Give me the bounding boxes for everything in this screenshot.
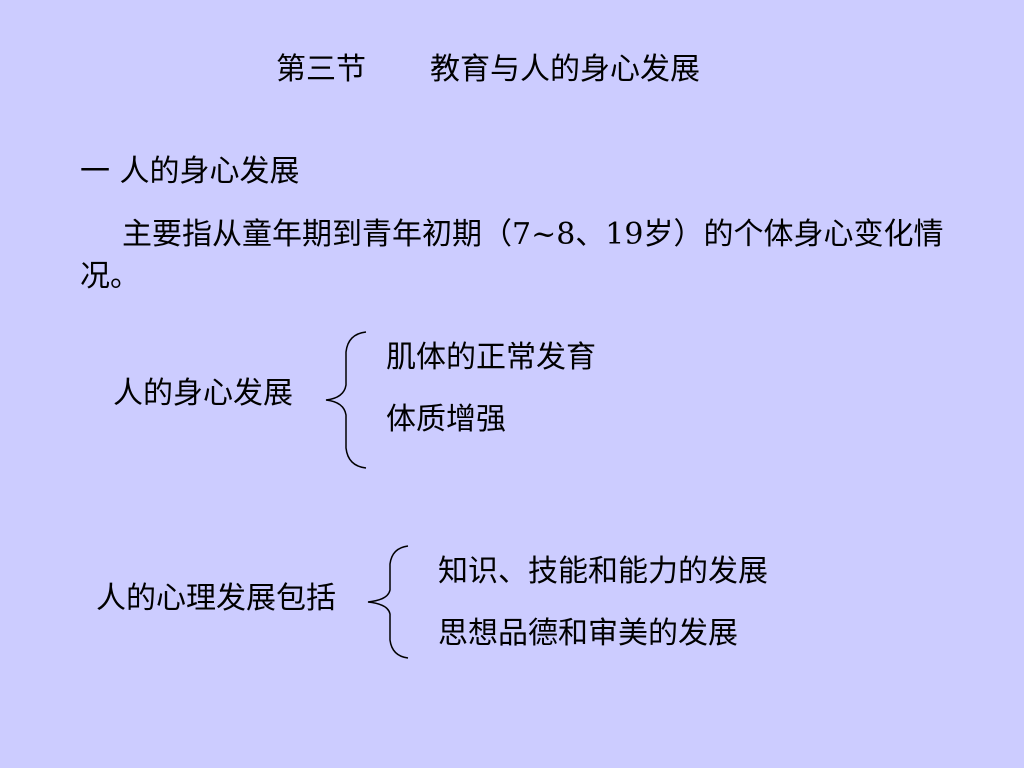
slide-title: 教育与人的身心发展 xyxy=(430,52,700,87)
definition-paragraph: 主要指从童年期到青年初期（7~8、19岁）的个体身心变化情况。 xyxy=(80,217,944,294)
group1-label: 人的身心发展 xyxy=(113,376,293,411)
title-section: 第三节 xyxy=(276,52,366,87)
group1-item-2: 体质增强 xyxy=(386,402,506,437)
group1-item-1: 肌体的正常发育 xyxy=(386,340,596,375)
group1-brace xyxy=(325,331,367,469)
group2-brace xyxy=(367,545,409,659)
group2-item-2: 思想品德和审美的发展 xyxy=(438,616,738,651)
group2-item-1: 知识、技能和能力的发展 xyxy=(438,554,768,589)
section-heading: 一 人的身心发展 xyxy=(80,154,300,189)
group2-label: 人的心理发展包括 xyxy=(96,581,336,616)
